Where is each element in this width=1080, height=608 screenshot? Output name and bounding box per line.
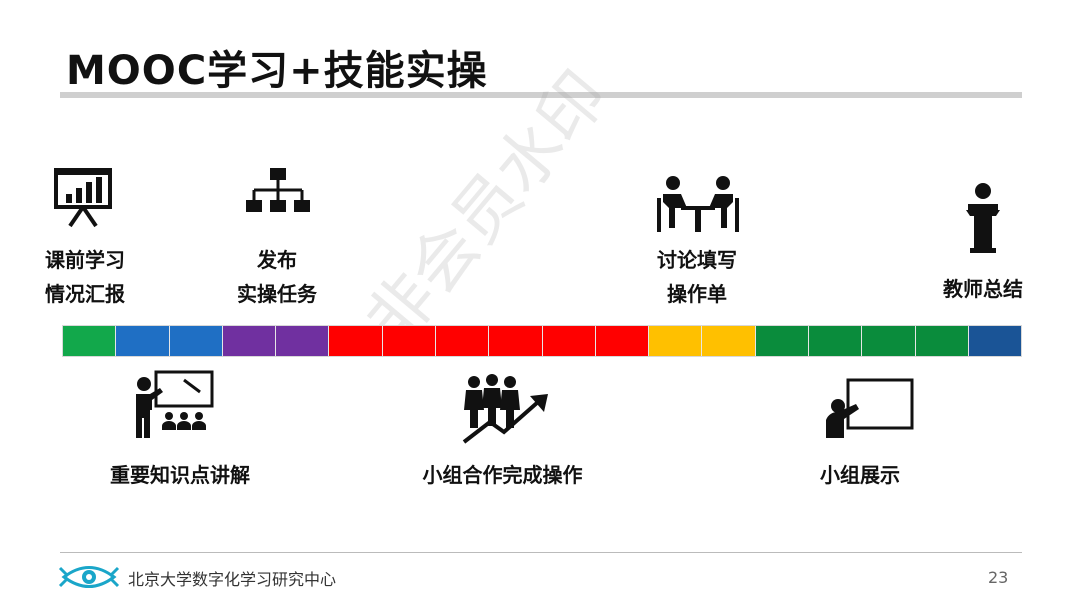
timeline-segment [435,326,490,356]
timeline-segment [755,326,809,356]
timeline-segment [595,326,650,356]
footer-organization: 北京大学数字化学习研究中心 [128,570,337,589]
teacher-lecture-icon [136,370,214,438]
eye-logo-icon [58,566,120,588]
step-key-knowledge: 重要知识点讲解 [110,463,250,487]
podium-speaker-icon [966,183,1000,253]
step-pre-class-report: 课前学习 情况汇报 [45,248,125,306]
hierarchy-icon [246,168,310,212]
timeline-bar [62,325,1022,357]
timeline-segment [649,326,703,356]
timeline-segment [968,326,1022,356]
discussion-table-icon [657,176,739,232]
timeline-segment [222,326,277,356]
step-group-operation: 小组合作完成操作 [422,463,583,487]
timeline-segment [702,326,756,356]
slide-title: MOOC学习+技能实操 [66,48,488,94]
timeline-segment [862,326,916,356]
team-growth-icon [462,374,548,444]
timeline-segment [276,326,330,356]
presentation-chart-icon [54,168,112,228]
timeline-segment [489,326,543,356]
timeline-segment [382,326,436,356]
title-divider [60,92,1022,98]
timeline-segment [169,326,223,356]
timeline-segment [542,326,596,356]
timeline-segment [915,326,969,356]
page-number: 23 [988,568,1009,587]
timeline-segment [808,326,863,356]
timeline-segment [116,326,170,356]
footer-divider [60,552,1022,553]
step-publish-task: 发布 实操任务 [237,248,317,306]
timeline-segment [63,326,117,356]
step-discussion-sheet: 讨论填写 操作单 [657,248,737,306]
timeline-segment [329,326,383,356]
presenter-board-icon [826,378,914,438]
step-group-display: 小组展示 [820,463,900,487]
step-teacher-summary: 教师总结 [943,277,1023,301]
